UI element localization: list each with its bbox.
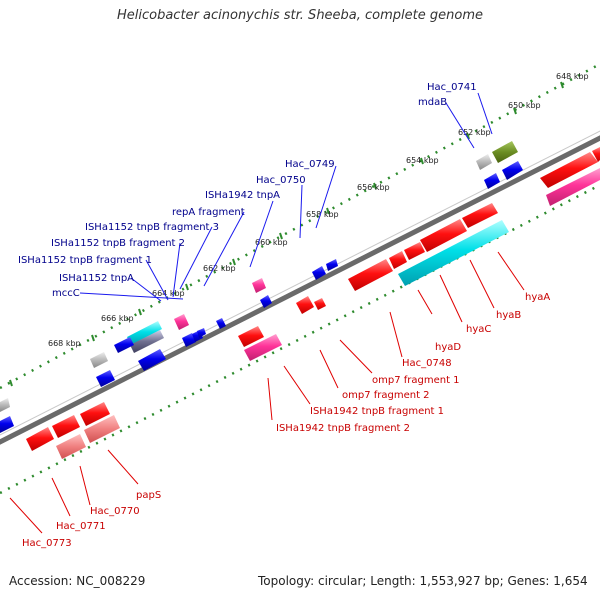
tick-label: 668 kbp — [48, 339, 81, 348]
gene-feature — [174, 314, 189, 330]
gene-label: Hac_0741 — [427, 82, 477, 93]
gene-feature — [130, 330, 164, 353]
gene-feature — [197, 328, 206, 338]
gene-feature — [238, 326, 264, 347]
gene-feature — [244, 334, 282, 361]
gene-label: mccC — [52, 288, 80, 299]
genome-summary: Topology: circular; Length: 1,553,927 bp… — [258, 574, 588, 588]
tick-label: 662 kbp — [203, 264, 236, 273]
gene-feature — [260, 295, 272, 308]
gene-feature — [90, 352, 108, 368]
gene-feature — [0, 398, 10, 412]
gene-label: ISHa1942 tnpB fragment 2 — [276, 423, 410, 434]
gene-label: ISHa1942 tnpA — [205, 190, 280, 201]
gene-feature — [216, 318, 226, 329]
outer-ruler — [0, 62, 600, 390]
gene-feature — [326, 259, 338, 271]
gene-feature — [404, 242, 425, 260]
gene-label: hyaD — [435, 342, 461, 353]
gene-label: Hac_0771 — [56, 521, 106, 532]
gene-feature — [389, 251, 407, 269]
gene-feature — [348, 259, 393, 291]
gene-label: hyaC — [466, 324, 491, 335]
accession-label: Accession: NC_008229 — [9, 574, 146, 588]
tick-label: 648 kbp — [556, 72, 589, 81]
tick-label: 666 kbp — [101, 314, 134, 323]
gene-feature — [546, 168, 600, 206]
gene-feature — [312, 266, 326, 280]
gene-feature — [484, 173, 500, 189]
gene-feature — [26, 427, 54, 451]
reverse-features — [26, 203, 509, 459]
gene-feature — [84, 415, 120, 443]
gene-label: hyaA — [525, 292, 550, 303]
gene-label: Hac_0749 — [285, 159, 335, 170]
gene-label: mdaB — [418, 97, 447, 108]
gene-feature — [56, 434, 86, 459]
gene-feature — [114, 337, 134, 353]
gene-feature — [492, 141, 518, 163]
tick-label: 658 kbp — [306, 210, 339, 219]
top-leader-lines — [79, 92, 493, 302]
tick-label: 654 kbp — [406, 156, 439, 165]
gene-feature — [252, 278, 266, 293]
gene-feature — [80, 402, 110, 426]
gene-label: ISHa1152 tnpA — [59, 273, 134, 284]
gene-feature — [462, 203, 498, 228]
tick-label: 664 kbp — [152, 289, 185, 298]
forward-features — [0, 141, 600, 433]
gene-feature — [476, 154, 492, 170]
gene-label: Hac_0773 — [22, 538, 72, 549]
gene-feature — [96, 370, 115, 387]
gene-feature — [0, 416, 14, 433]
ruler-major-ticks — [9, 81, 564, 387]
tick-label: 650 kbp — [508, 101, 541, 110]
gene-feature — [182, 333, 196, 347]
bottom-leader-lines — [9, 251, 525, 534]
gene-feature — [502, 161, 523, 180]
gene-feature — [540, 152, 598, 188]
map-title: Helicobacter acinonychis str. Sheeba, co… — [116, 8, 483, 23]
tick-label: 660 kbp — [255, 238, 288, 247]
gene-label: ISHa1152 tnpB fragment 3 — [85, 222, 219, 233]
gene-label: omp7 fragment 1 — [372, 375, 460, 386]
gene-label: papS — [136, 490, 161, 501]
gene-feature — [398, 220, 509, 286]
gene-label: omp7 fragment 2 — [342, 390, 430, 401]
gene-feature — [127, 321, 162, 345]
tick-label: 656 kbp — [357, 183, 390, 192]
gene-feature — [314, 298, 326, 310]
gene-feature — [52, 415, 80, 438]
gene-label: Hac_0770 — [90, 506, 140, 517]
gene-label: ISHa1152 tnpB fragment 1 — [18, 255, 152, 266]
gene-label: Hac_0748 — [402, 358, 452, 369]
gene-label: ISHa1152 tnpB fragment 2 — [51, 238, 185, 249]
gene-label: repA fragment — [172, 207, 245, 218]
gene-label: ISHa1942 tnpB fragment 1 — [310, 406, 444, 417]
gene-feature — [296, 296, 314, 314]
gene-feature — [592, 147, 600, 162]
gene-feature — [420, 219, 467, 252]
gene-label: hyaB — [496, 310, 521, 321]
tick-label: 652 kbp — [458, 128, 491, 137]
gene-label: Hac_0750 — [256, 175, 306, 186]
gene-feature — [138, 349, 166, 371]
